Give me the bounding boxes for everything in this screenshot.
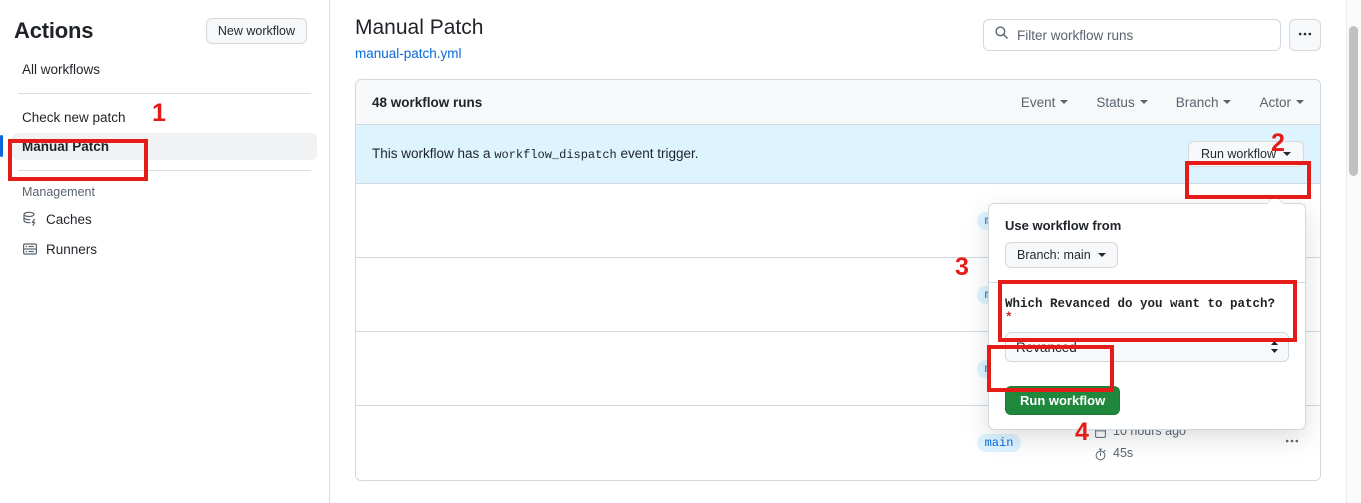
filter-label: Status	[1096, 94, 1135, 110]
search-icon	[994, 25, 1009, 45]
sidebar-item-runners[interactable]: Runners	[12, 235, 317, 263]
sidebar-item-label: Caches	[46, 211, 92, 227]
sidebar-divider	[18, 93, 311, 94]
revanced-input-label: Which Revanced do you want to patch? *	[1005, 297, 1289, 325]
workflow-title-block: Manual Patch manual-patch.yml	[355, 14, 483, 63]
dispatch-event-code: workflow_dispatch	[494, 148, 617, 163]
sidebar-item-label: Check new patch	[22, 110, 126, 125]
page-title: Actions	[14, 18, 94, 43]
stopwatch-icon	[1094, 448, 1107, 461]
revanced-select[interactable]: Revanced	[1005, 332, 1289, 362]
sidebar-item-all-workflows[interactable]: All workflows	[12, 56, 317, 83]
kebab-horizontal-icon	[1297, 26, 1313, 45]
sidebar-divider	[18, 170, 311, 171]
browser-vertical-scrollbar[interactable]	[1346, 0, 1361, 503]
workflow-runs-filters: Event Status Branch Actor	[1021, 95, 1304, 110]
workflow-options-kebab-button[interactable]	[1289, 19, 1321, 51]
chevron-down-icon	[1097, 253, 1106, 257]
use-workflow-from-section: Use workflow from Branch: main	[989, 204, 1305, 282]
sidebar-item-label: All workflows	[22, 62, 101, 77]
sidebar-header: Actions New workflow	[0, 0, 329, 56]
sidebar-nav: All workflows Check new patch Manual Pat…	[0, 56, 329, 263]
workflow-runs-count: 48 workflow runs	[372, 94, 483, 110]
branch-selector-label: Branch: main	[1017, 248, 1091, 262]
workflow-title: Manual Patch	[355, 16, 484, 39]
chevron-down-icon	[1283, 152, 1291, 157]
run-duration-line: 45s	[1094, 443, 1186, 465]
row-options-kebab-icon[interactable]	[1280, 429, 1304, 458]
filter-label: Actor	[1259, 94, 1291, 110]
server-icon	[22, 241, 38, 257]
search-input[interactable]	[1017, 27, 1270, 43]
branch-selector-button[interactable]: Branch: main	[1005, 242, 1118, 268]
workflow-header-actions	[983, 14, 1321, 51]
workflow-header: Manual Patch manual-patch.yml	[355, 14, 1321, 63]
chevron-down-icon	[1296, 100, 1304, 105]
run-duration: 45s	[1113, 446, 1134, 461]
filter-event-dropdown[interactable]: Event	[1021, 95, 1069, 110]
sidebar-item-check-new-patch[interactable]: Check new patch	[12, 104, 317, 131]
cache-icon	[22, 211, 38, 227]
workflow-dispatch-text: This workflow has a workflow_dispatch ev…	[372, 146, 699, 162]
actions-sidebar: Actions New workflow All workflows Check…	[0, 0, 330, 503]
dispatch-text-before: This workflow has a	[372, 146, 491, 162]
run-branch-cell: main	[904, 434, 1094, 453]
filter-label: Event	[1020, 94, 1056, 110]
scrollbar-thumb[interactable]	[1349, 26, 1358, 176]
run-workflow-popover: Use workflow from Branch: main Which Rev…	[988, 203, 1306, 430]
branch-badge[interactable]: main	[976, 434, 1022, 453]
required-asterisk: *	[1005, 311, 1013, 325]
run-workflow-submit-button[interactable]: Run workflow	[1005, 386, 1121, 415]
submit-section: Run workflow	[989, 376, 1305, 429]
workflow-main-panel: Manual Patch manual-patch.yml	[331, 0, 1345, 503]
filter-branch-dropdown[interactable]: Branch	[1176, 95, 1232, 110]
dispatch-text-after: event trigger.	[620, 146, 699, 162]
sidebar-group-management-label: Management	[22, 185, 95, 199]
revanced-select-wrapper: Revanced	[1005, 332, 1289, 362]
sidebar-item-caches[interactable]: Caches	[12, 205, 317, 233]
run-workflow-dropdown-button[interactable]: Run workflow	[1187, 141, 1304, 168]
chevron-down-icon	[1139, 100, 1148, 105]
sidebar-item-manual-patch[interactable]: Manual Patch	[0, 133, 317, 160]
use-workflow-from-label: Use workflow from	[1005, 218, 1122, 233]
filter-workflow-runs-box[interactable]	[983, 19, 1281, 51]
sidebar-item-label: Runners	[46, 241, 98, 257]
revanced-input-label-text: Which Revanced do you want to patch?	[1005, 297, 1276, 311]
chevron-down-icon	[1060, 100, 1069, 105]
sidebar-item-label: Manual Patch	[22, 139, 110, 154]
filter-label: Branch	[1175, 94, 1219, 110]
chevron-down-icon	[1223, 100, 1232, 105]
workflow-file-link[interactable]: manual-patch.yml	[355, 46, 462, 62]
workflow-dispatch-banner: This workflow has a workflow_dispatch ev…	[356, 125, 1320, 185]
new-workflow-button[interactable]: New workflow	[205, 18, 307, 44]
run-workflow-button-label: Run workflow	[1200, 147, 1276, 162]
workflow-runs-toolbar: 48 workflow runs Event Status Branch	[356, 80, 1320, 126]
workflow-inputs-section: Which Revanced do you want to patch? * R…	[989, 282, 1305, 376]
filter-actor-dropdown[interactable]: Actor	[1259, 95, 1304, 110]
filter-status-dropdown[interactable]: Status	[1096, 94, 1148, 110]
